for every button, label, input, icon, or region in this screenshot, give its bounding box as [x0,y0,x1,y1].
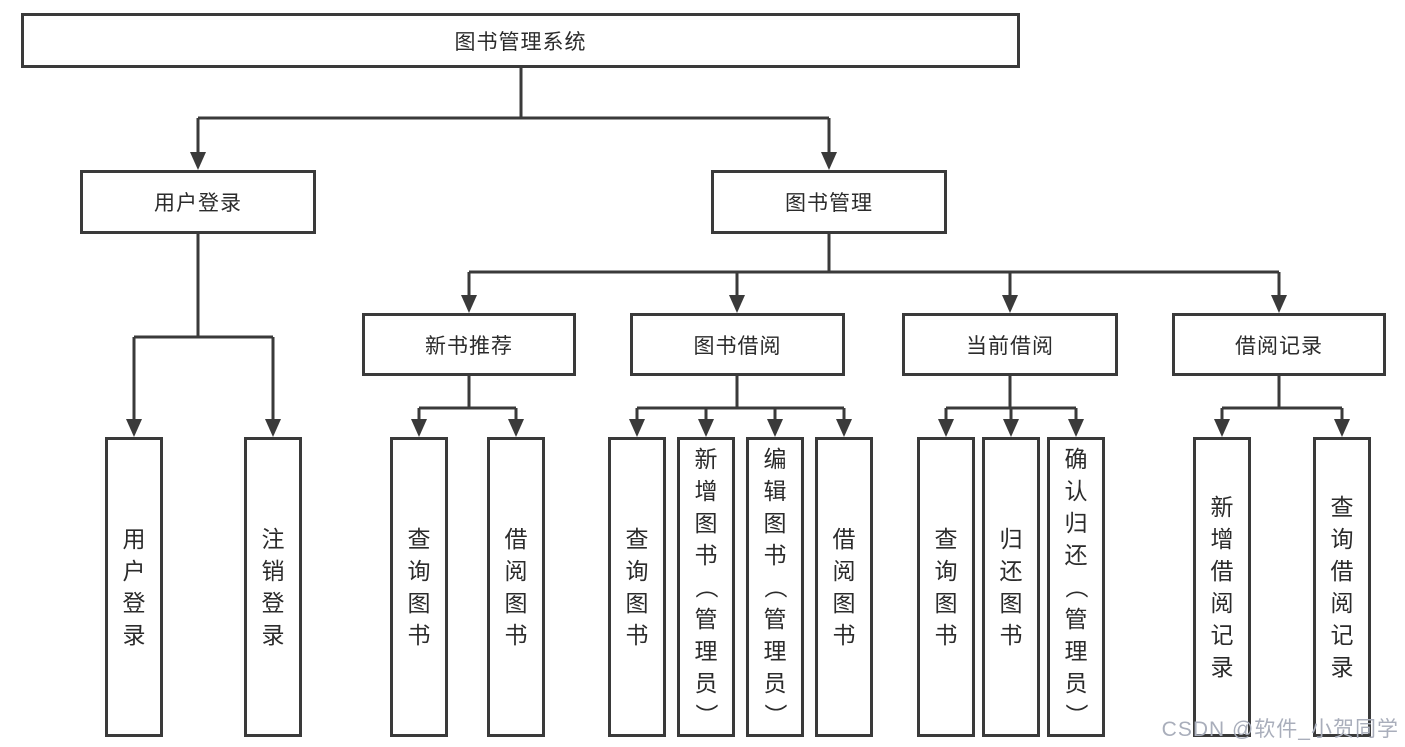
watermark: CSDN @软件_小贺同学 [1161,718,1399,741]
node-label: 新书推荐 [425,334,513,358]
leaf-user-login: 用户登录 [105,437,163,737]
leaf-add-borrow-record: 新增借阅记录 [1193,437,1251,737]
node-label: 用户登录 [154,192,242,215]
leaf-query-books-2: 查询图书 [608,437,666,737]
leaf-add-books-admin: 新增图书（管理员） [677,437,735,737]
node-label: 当前借阅 [966,334,1054,358]
leaf-query-books-3: 查询图书 [917,437,975,737]
node-label: 图书借阅 [693,334,782,358]
leaf-label: 查询图书 [407,526,431,648]
node-current-borrow: 当前借阅 [902,313,1118,376]
leaf-label: 查询图书 [625,526,649,648]
leaf-label: 用户登录 [122,526,146,648]
node-borrow-records: 借阅记录 [1172,313,1386,376]
node-label: 图书管理 [785,192,873,215]
leaf-return-books: 归还图书 [982,437,1040,737]
node-root-label: 图书管理系统 [454,30,587,54]
node-new-book-recommend: 新书推荐 [362,313,576,376]
node-book-management: 图书管理 [711,170,947,234]
node-user-login-group: 用户登录 [80,170,316,234]
leaf-label: 归还图书 [999,526,1023,648]
leaf-query-books-1: 查询图书 [390,437,448,737]
leaf-label: 查询图书 [934,526,958,648]
leaf-query-borrow-record: 查询借阅记录 [1313,437,1371,737]
leaf-borrow-books-2: 借阅图书 [815,437,873,737]
leaf-confirm-return-admin: 确认归还（管理员） [1047,437,1105,737]
leaf-label: 借阅图书 [504,526,528,648]
leaf-label: 查询借阅记录 [1330,494,1354,680]
leaf-label: 确认归还（管理员） [1063,446,1089,727]
node-book-borrow: 图书借阅 [630,313,845,376]
leaf-label: 注销登录 [261,526,285,648]
leaf-logout: 注销登录 [244,437,302,737]
node-label: 借阅记录 [1235,334,1323,358]
leaf-edit-books-admin: 编辑图书（管理员） [746,437,804,737]
leaf-label: 编辑图书（管理员） [762,446,788,727]
node-root: 图书管理系统 [21,13,1020,68]
leaf-label: 借阅图书 [832,526,856,648]
leaf-label: 新增借阅记录 [1210,494,1234,680]
leaf-borrow-books-1: 借阅图书 [487,437,545,737]
leaf-label: 新增图书（管理员） [693,446,719,727]
